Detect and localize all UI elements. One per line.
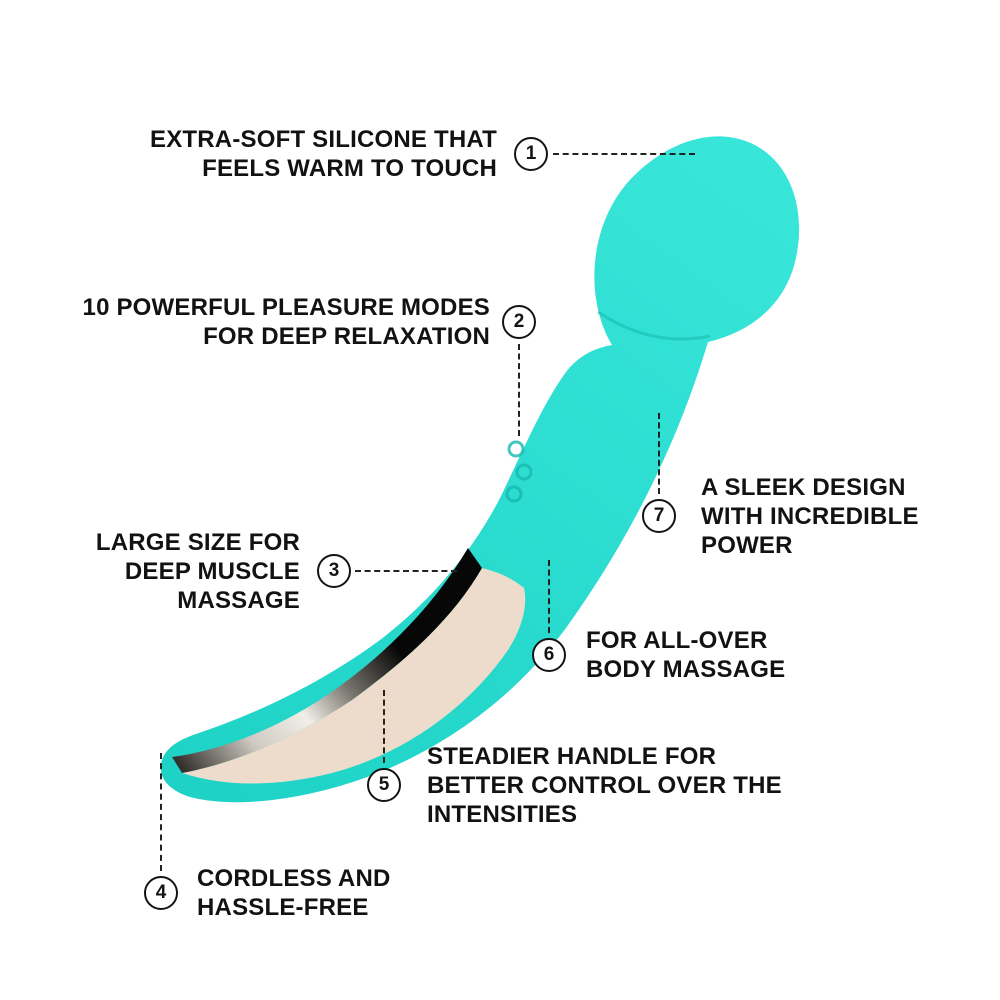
- callout-line: 10 POWERFUL PLEASURE MODES: [82, 294, 490, 321]
- callout-4-number: 4: [144, 876, 178, 910]
- callout-line: EXTRA-SOFT SILICONE THAT: [149, 126, 497, 153]
- callout-6-label: FOR ALL-OVER BODY MASSAGE: [586, 626, 886, 684]
- callout-1-label: EXTRA-SOFT SILICONE THAT FEELS WARM TO T…: [77, 125, 497, 183]
- callout-6-number: 6: [532, 638, 566, 672]
- callout-line: STEADIER HANDLE FOR: [427, 743, 717, 770]
- callout-3-label: LARGE SIZE FOR DEEP MUSCLE MASSAGE: [50, 528, 300, 615]
- control-swirls-icon: [505, 440, 533, 503]
- callout-line: CORDLESS AND: [197, 865, 391, 892]
- callout-line: POWER: [701, 532, 793, 559]
- callout-6-connector: [548, 560, 550, 633]
- callout-2-label: 10 POWERFUL PLEASURE MODES FOR DEEP RELA…: [40, 293, 490, 351]
- callout-line: HASSLE-FREE: [197, 894, 369, 921]
- callout-line: FOR DEEP RELAXATION: [203, 323, 490, 350]
- callout-line: FEELS WARM TO TOUCH: [202, 155, 497, 182]
- wand-body: [160, 136, 800, 803]
- callout-4-label: CORDLESS AND HASSLE-FREE: [197, 864, 477, 922]
- callout-5-label: STEADIER HANDLE FOR BETTER CONTROL OVER …: [427, 742, 827, 829]
- callout-line: WITH INCREDIBLE: [701, 503, 919, 530]
- callout-line: INTENSITIES: [427, 801, 578, 828]
- callout-line: BETTER CONTROL OVER THE: [427, 772, 782, 799]
- callout-line: MASSAGE: [177, 587, 300, 614]
- callout-7-number: 7: [642, 499, 676, 533]
- callout-3-number: 3: [317, 554, 351, 588]
- wand-neck-seam: [597, 310, 711, 341]
- callout-2-number: 2: [502, 305, 536, 339]
- callout-4-connector: [160, 753, 162, 871]
- callout-7-label: A SLEEK DESIGN WITH INCREDIBLE POWER: [701, 473, 971, 560]
- callout-5-number: 5: [367, 768, 401, 802]
- wand-inner-core: [182, 568, 526, 784]
- callout-line: A SLEEK DESIGN: [701, 474, 906, 501]
- callout-7-connector: [658, 413, 660, 494]
- callout-line: LARGE SIZE FOR: [95, 529, 300, 556]
- callout-line: FOR ALL-OVER: [586, 627, 768, 654]
- callout-1-connector: [553, 153, 695, 155]
- callout-5-connector: [383, 690, 385, 763]
- callout-line: DEEP MUSCLE: [124, 558, 300, 585]
- callout-3-connector: [355, 570, 457, 572]
- callout-2-connector: [518, 344, 520, 436]
- callout-1-number: 1: [514, 137, 548, 171]
- callout-line: BODY MASSAGE: [586, 656, 786, 683]
